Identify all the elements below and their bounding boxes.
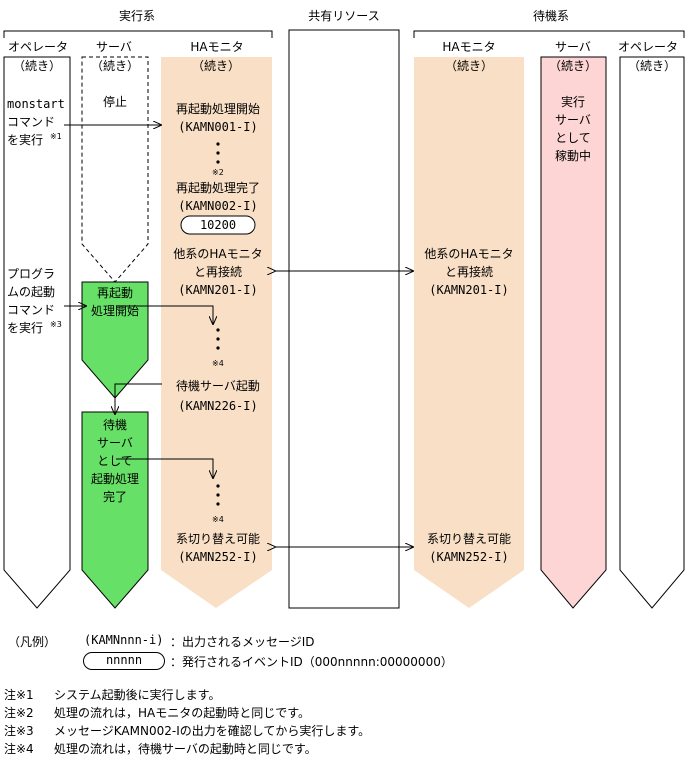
lane-active-operator (3, 56, 71, 609)
ha-reconnect-line2: と再接続 (194, 264, 242, 279)
column-standby-operator: オペレータ (618, 40, 678, 54)
ha-reconnect-line1: 他系のHAモニタ (173, 247, 262, 261)
op-step2-line4: を実行 (7, 320, 43, 335)
lane-standby-ha-monitor (414, 57, 524, 608)
group-bracket-standby (413, 30, 685, 38)
lane-standby-operator (619, 56, 685, 609)
column-active-operator: オペレータ (8, 40, 68, 54)
server-restart-line1: 再起動 (97, 286, 133, 300)
ellipsis-dot (216, 493, 220, 497)
column-active-server: サーバ (96, 40, 132, 54)
ellipsis-dot (216, 346, 220, 350)
op-step2-line2: ムの起動 (7, 285, 55, 299)
lane-active-ha-monitor (161, 57, 272, 608)
legend-title: （凡例） (8, 635, 57, 649)
continued-standby-ha: （続き） (445, 59, 493, 73)
lane-active-server-standby (81, 411, 149, 609)
ha-standby-start-id: (KAMN226-I) (178, 399, 257, 413)
group-bracket-active (3, 30, 273, 38)
server-standby-line3: として (97, 454, 133, 468)
server-stopped: 停止 (103, 94, 127, 109)
lane-standby-server (540, 56, 607, 609)
event-id-pill (180, 215, 256, 235)
continued-standby-server: （続き） (549, 59, 597, 73)
continued-standby-operator: （続き） (628, 59, 676, 73)
note-3-mark: 注※3 (4, 724, 34, 738)
arrow-standby-done-to-ha (116, 458, 213, 478)
legend-event-sample: nnnnn (105, 653, 143, 667)
lane-active-server-restart (81, 281, 149, 399)
ellipsis-dot (216, 337, 220, 341)
server-restart-line2: 処理開始 (91, 304, 139, 318)
column-standby-server: サーバ (555, 40, 591, 54)
server-standby-line5: 完了 (103, 489, 127, 504)
legend-message-desc: ：出力されるメッセージID (170, 635, 315, 649)
column-active-ha-monitor: HAモニタ (190, 40, 243, 54)
group-label-active: 実行系 (119, 8, 155, 23)
ha-switch-ok-id: (KAMN252-I) (178, 550, 257, 564)
note-1-text: システム起動後に実行します。 (54, 688, 221, 702)
ha-reconnect-id: (KAMN201-I) (178, 283, 257, 297)
continued-active-operator: （続き） (13, 59, 61, 73)
note-2-text: 処理の流れは，HAモニタの起動時と同じです。 (54, 706, 311, 720)
sb-ha-reconnect-line2: と再接続 (445, 264, 493, 279)
ha-restart-done: 再起動処理完了 (176, 180, 260, 195)
ellipsis-dot (216, 142, 220, 146)
op-step1-line2: コマンド (7, 115, 55, 129)
sb-server-line1: 実行 (561, 94, 585, 109)
op-step2-line1: プログラ (7, 267, 55, 281)
sb-ha-switch-ok-id: (KAMN252-I) (429, 550, 508, 564)
note-4-text: 処理の流れは，待機サーバの起動時と同じです。 (54, 742, 317, 756)
sb-ha-reconnect-line1: 他系のHAモニタ (424, 247, 513, 261)
ellipsis-dot (216, 160, 220, 164)
group-label-standby: 待機系 (533, 8, 569, 23)
sb-server-line3: として (555, 131, 591, 145)
ellipsis-dot (216, 502, 220, 506)
event-id-value: 10200 (200, 218, 236, 232)
note-4-mark: 注※4 (4, 742, 34, 756)
continued-active-ha: （続き） (192, 59, 240, 73)
continued-active-server: （続き） (91, 59, 139, 73)
op-step1-line1: monstart (7, 97, 65, 111)
op-step1-note: ※1 (50, 132, 62, 141)
arrow-ha-to-server-standby (115, 383, 162, 414)
ellipsis-dot (216, 151, 220, 155)
legend-message-sample: (KAMNnnn-i) (84, 633, 164, 647)
op-step1-line3: を実行 (7, 132, 43, 147)
ellipsis-dot (216, 484, 220, 488)
note-2-mark: 注※2 (4, 706, 34, 720)
note-3-text: メッセージKAMN002-Iの出力を確認してから実行します。 (54, 724, 371, 738)
op-step2-note: ※3 (50, 320, 62, 329)
server-standby-line4: 起動処理 (91, 472, 139, 486)
ha-switch-ok: 系切り替え可能 (176, 532, 260, 546)
server-standby-line2: サーバ (97, 436, 133, 450)
ha-restart-start: 再起動処理開始 (176, 102, 260, 116)
ha-restart-done-id: (KAMN002-I) (178, 199, 257, 213)
server-standby-line1: 待機 (103, 417, 127, 432)
ha-note4a: ※4 (212, 359, 224, 368)
legend-event-pill (83, 652, 165, 670)
group-label-shared: 共有リソース (308, 9, 379, 23)
shared-resource-box (288, 29, 400, 609)
sb-ha-switch-ok: 系切り替え可能 (427, 532, 511, 546)
sb-server-line2: サーバ (555, 113, 591, 127)
ha-note2: ※2 (212, 168, 224, 177)
op-step2-line3: コマンド (7, 303, 55, 317)
ha-restart-start-id: (KAMN001-I) (178, 120, 257, 134)
sb-ha-reconnect-id: (KAMN201-I) (429, 283, 508, 297)
ha-standby-start: 待機サーバ起動 (176, 378, 260, 393)
lane-active-server-stopped (81, 56, 149, 283)
note-1-mark: 注※1 (4, 688, 34, 702)
arrow-restart-to-ha (116, 305, 213, 324)
sb-server-line4: 稼動中 (555, 148, 591, 163)
column-standby-ha-monitor: HAモニタ (442, 40, 495, 54)
ha-note4b: ※4 (212, 515, 224, 524)
legend-event-desc: ：発行されるイベントID（000nnnnn:00000000） (170, 655, 453, 669)
ellipsis-dot (216, 328, 220, 332)
